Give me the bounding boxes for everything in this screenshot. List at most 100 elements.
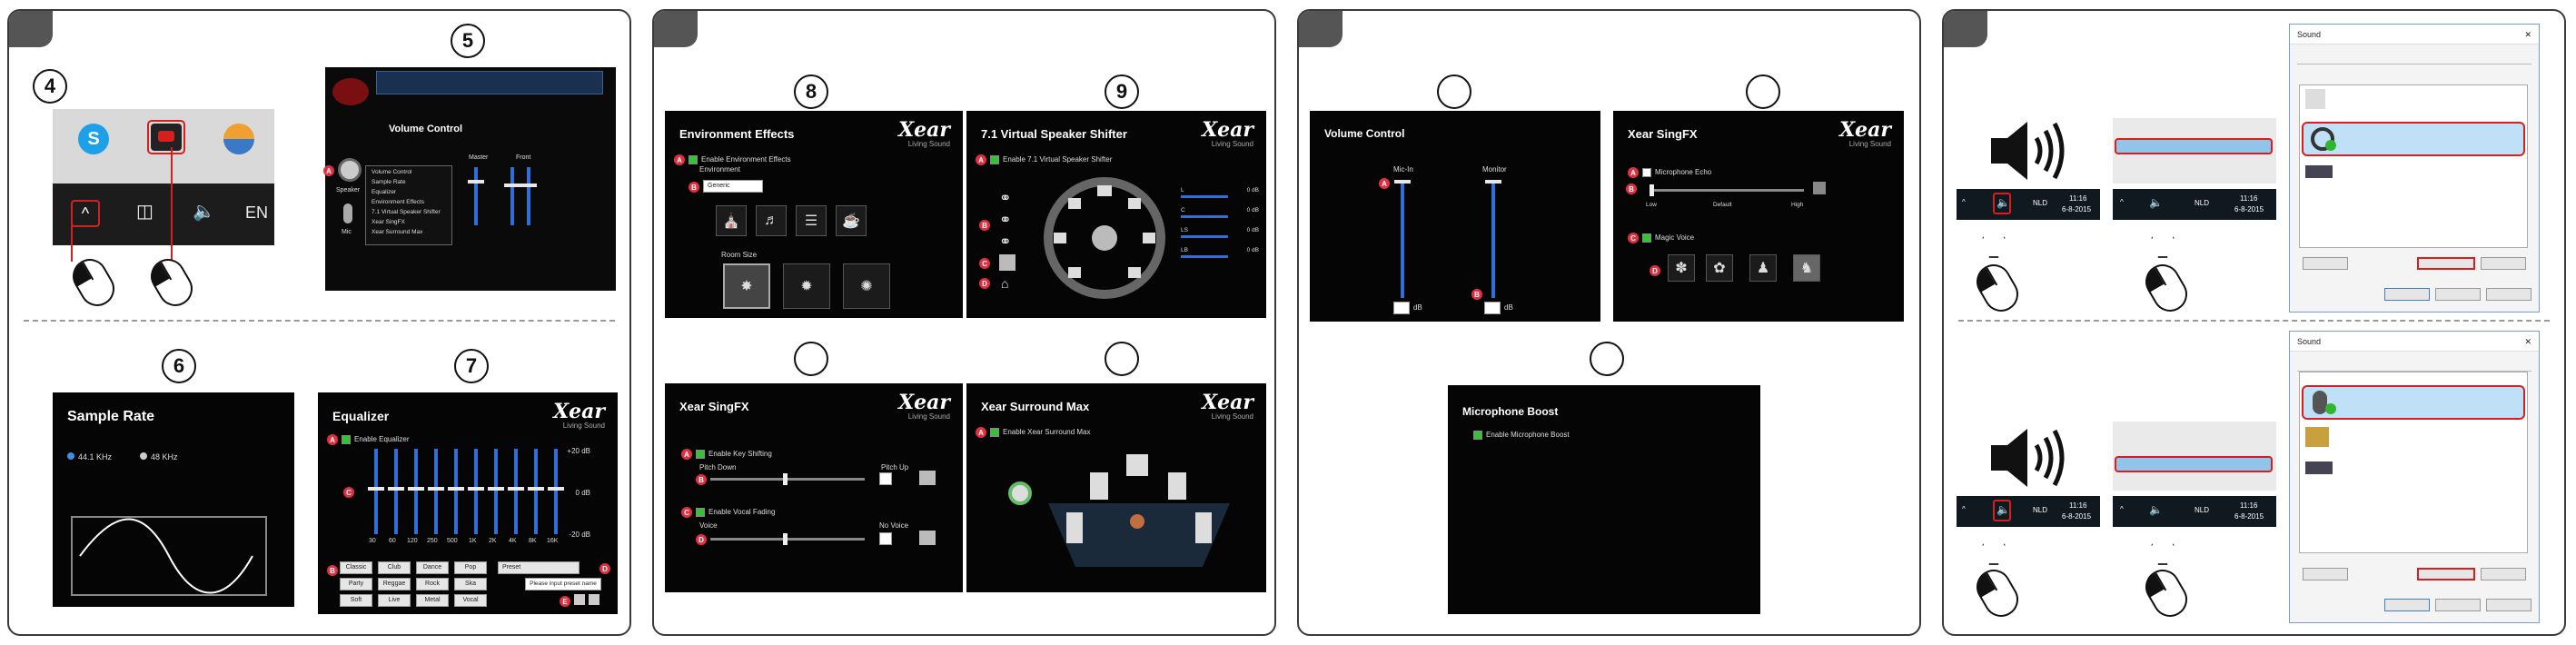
language-indicator[interactable]: EN bbox=[245, 203, 269, 222]
monitor-slider[interactable] bbox=[1485, 180, 1501, 298]
eq-slider[interactable] bbox=[408, 449, 424, 534]
ok-button[interactable] bbox=[2384, 599, 2430, 611]
pipe-organ-icon[interactable]: ☰ bbox=[796, 205, 827, 236]
speaker-tray-icon[interactable]: 🔈 bbox=[1996, 196, 2010, 209]
headphone-icon[interactable]: ⚭ bbox=[999, 191, 1012, 206]
preset-name-input[interactable]: Please input preset name bbox=[525, 578, 601, 590]
preset-button[interactable]: Soft bbox=[340, 594, 372, 607]
speaker-device-icon[interactable] bbox=[338, 158, 362, 182]
master-slider[interactable] bbox=[468, 167, 484, 225]
taskbar-date[interactable]: 6-8-2015 bbox=[2234, 205, 2264, 213]
taskbar-time[interactable]: 11:16 bbox=[2069, 501, 2087, 510]
piano-icon[interactable]: ♬ bbox=[756, 205, 787, 236]
home-icon[interactable] bbox=[919, 531, 936, 545]
rate-option-48[interactable]: 48 KHz bbox=[140, 452, 178, 461]
eq-slider[interactable] bbox=[508, 449, 524, 534]
eq-slider[interactable] bbox=[468, 449, 484, 534]
eq-slider[interactable] bbox=[448, 449, 464, 534]
speaker-tray-icon[interactable]: 🔈 bbox=[2149, 503, 2163, 516]
eq-slider[interactable] bbox=[388, 449, 404, 534]
enable-mic-boost[interactable]: Enable Microphone Boost bbox=[1473, 431, 1570, 440]
menu-item[interactable]: Environment Effects bbox=[372, 199, 425, 205]
delete-preset-icon[interactable] bbox=[589, 594, 599, 605]
eq-slider[interactable] bbox=[488, 449, 504, 534]
taskbar-date[interactable]: 6-8-2015 bbox=[2234, 512, 2264, 521]
chevron-up-icon[interactable]: ^ bbox=[71, 200, 100, 227]
taskbar-time[interactable]: 11:16 bbox=[2069, 194, 2087, 203]
home-icon[interactable]: ⌂ bbox=[1001, 276, 1009, 291]
speaker-tray-icon[interactable]: 🔈 bbox=[1996, 503, 2010, 516]
taskbar-date[interactable]: 6-8-2015 bbox=[2062, 512, 2092, 521]
close-icon[interactable]: ✕ bbox=[2524, 337, 2531, 346]
pitch-slider[interactable] bbox=[710, 473, 865, 485]
preset-button[interactable]: Metal bbox=[416, 594, 449, 607]
save-preset-icon[interactable] bbox=[574, 594, 585, 605]
set-default-button[interactable] bbox=[2417, 257, 2475, 270]
set-default-button[interactable] bbox=[2417, 568, 2475, 580]
properties-button[interactable] bbox=[2481, 568, 2526, 580]
headphone-icon[interactable]: ⚭ bbox=[999, 213, 1012, 228]
preset-button[interactable]: Club bbox=[378, 561, 411, 574]
taskbar-time[interactable]: 11:16 bbox=[2240, 194, 2258, 203]
chevron-up-icon[interactable]: ^ bbox=[2120, 198, 2124, 206]
taskbar-lang[interactable]: NLD bbox=[2033, 199, 2048, 207]
chevron-up-icon[interactable]: ^ bbox=[2120, 505, 2124, 513]
device-item[interactable] bbox=[2305, 89, 2325, 109]
speaker-icon[interactable]: 🔈 bbox=[193, 202, 215, 222]
apply-button[interactable] bbox=[2486, 288, 2531, 301]
mic-in-slider[interactable] bbox=[1394, 180, 1411, 298]
eq-slider[interactable] bbox=[368, 449, 384, 534]
front-right-slider[interactable] bbox=[520, 167, 537, 225]
menu-item[interactable]: Equalizer bbox=[372, 189, 397, 195]
voice-slider[interactable] bbox=[710, 533, 865, 545]
taskbar-time[interactable]: 11:16 bbox=[2240, 501, 2258, 510]
preset-button[interactable]: Live bbox=[378, 594, 411, 607]
mic-device-icon[interactable] bbox=[343, 203, 352, 223]
chevron-up-icon[interactable]: ^ bbox=[1962, 505, 1966, 513]
opera-icon[interactable]: ⛪ bbox=[716, 205, 747, 236]
trust-audio-icon[interactable] bbox=[151, 124, 182, 151]
speaker-tray-icon[interactable]: 🔈 bbox=[2149, 196, 2163, 209]
home-icon[interactable] bbox=[919, 471, 936, 485]
cancel-button[interactable] bbox=[2435, 288, 2481, 301]
configure-button[interactable] bbox=[2303, 568, 2348, 580]
eq-slider[interactable] bbox=[548, 449, 564, 534]
echo-slider[interactable] bbox=[1650, 184, 1804, 196]
skype-icon[interactable]: S bbox=[78, 124, 109, 154]
device-item-selected[interactable] bbox=[2302, 122, 2525, 156]
eq-slider[interactable] bbox=[428, 449, 444, 534]
taskbar-lang[interactable]: NLD bbox=[2195, 199, 2210, 207]
preset-button[interactable]: Pop bbox=[454, 561, 487, 574]
menu-item[interactable]: Xear SingFX bbox=[372, 219, 405, 225]
device-item[interactable] bbox=[2305, 165, 2333, 178]
rate-option-44[interactable]: 44.1 KHz bbox=[67, 452, 112, 461]
preset-button[interactable]: Reggae bbox=[378, 578, 411, 590]
taskbar-lang[interactable]: NLD bbox=[2033, 506, 2048, 514]
room-medium-icon[interactable]: ✹ bbox=[783, 263, 830, 309]
device-item[interactable] bbox=[2305, 461, 2333, 474]
front-left-slider[interactable] bbox=[504, 167, 520, 225]
device-item-selected[interactable] bbox=[2302, 385, 2525, 420]
preset-button[interactable]: Ska bbox=[454, 578, 487, 590]
close-icon[interactable]: ✕ bbox=[2524, 30, 2531, 39]
network-icon[interactable]: ◫ bbox=[136, 202, 154, 222]
preset-button[interactable]: Rock bbox=[416, 578, 449, 590]
menu-item[interactable]: Xear Surround Max bbox=[372, 229, 423, 235]
menu-item[interactable]: 7.1 Virtual Speaker Shifter bbox=[372, 209, 441, 215]
headphone-icon[interactable]: ⚭ bbox=[999, 234, 1012, 250]
voice-man-icon[interactable]: ♟ bbox=[1749, 254, 1777, 282]
voice-duck-icon[interactable]: ✿ bbox=[1706, 254, 1733, 282]
eq-slider[interactable] bbox=[528, 449, 544, 534]
preset-button[interactable]: Dance bbox=[416, 561, 449, 574]
taskbar-lang[interactable]: NLD bbox=[2195, 506, 2210, 514]
preset-button[interactable]: Party bbox=[340, 578, 372, 590]
room-small-icon[interactable]: ✸ bbox=[723, 263, 770, 309]
preset-select[interactable]: Preset bbox=[498, 561, 580, 574]
